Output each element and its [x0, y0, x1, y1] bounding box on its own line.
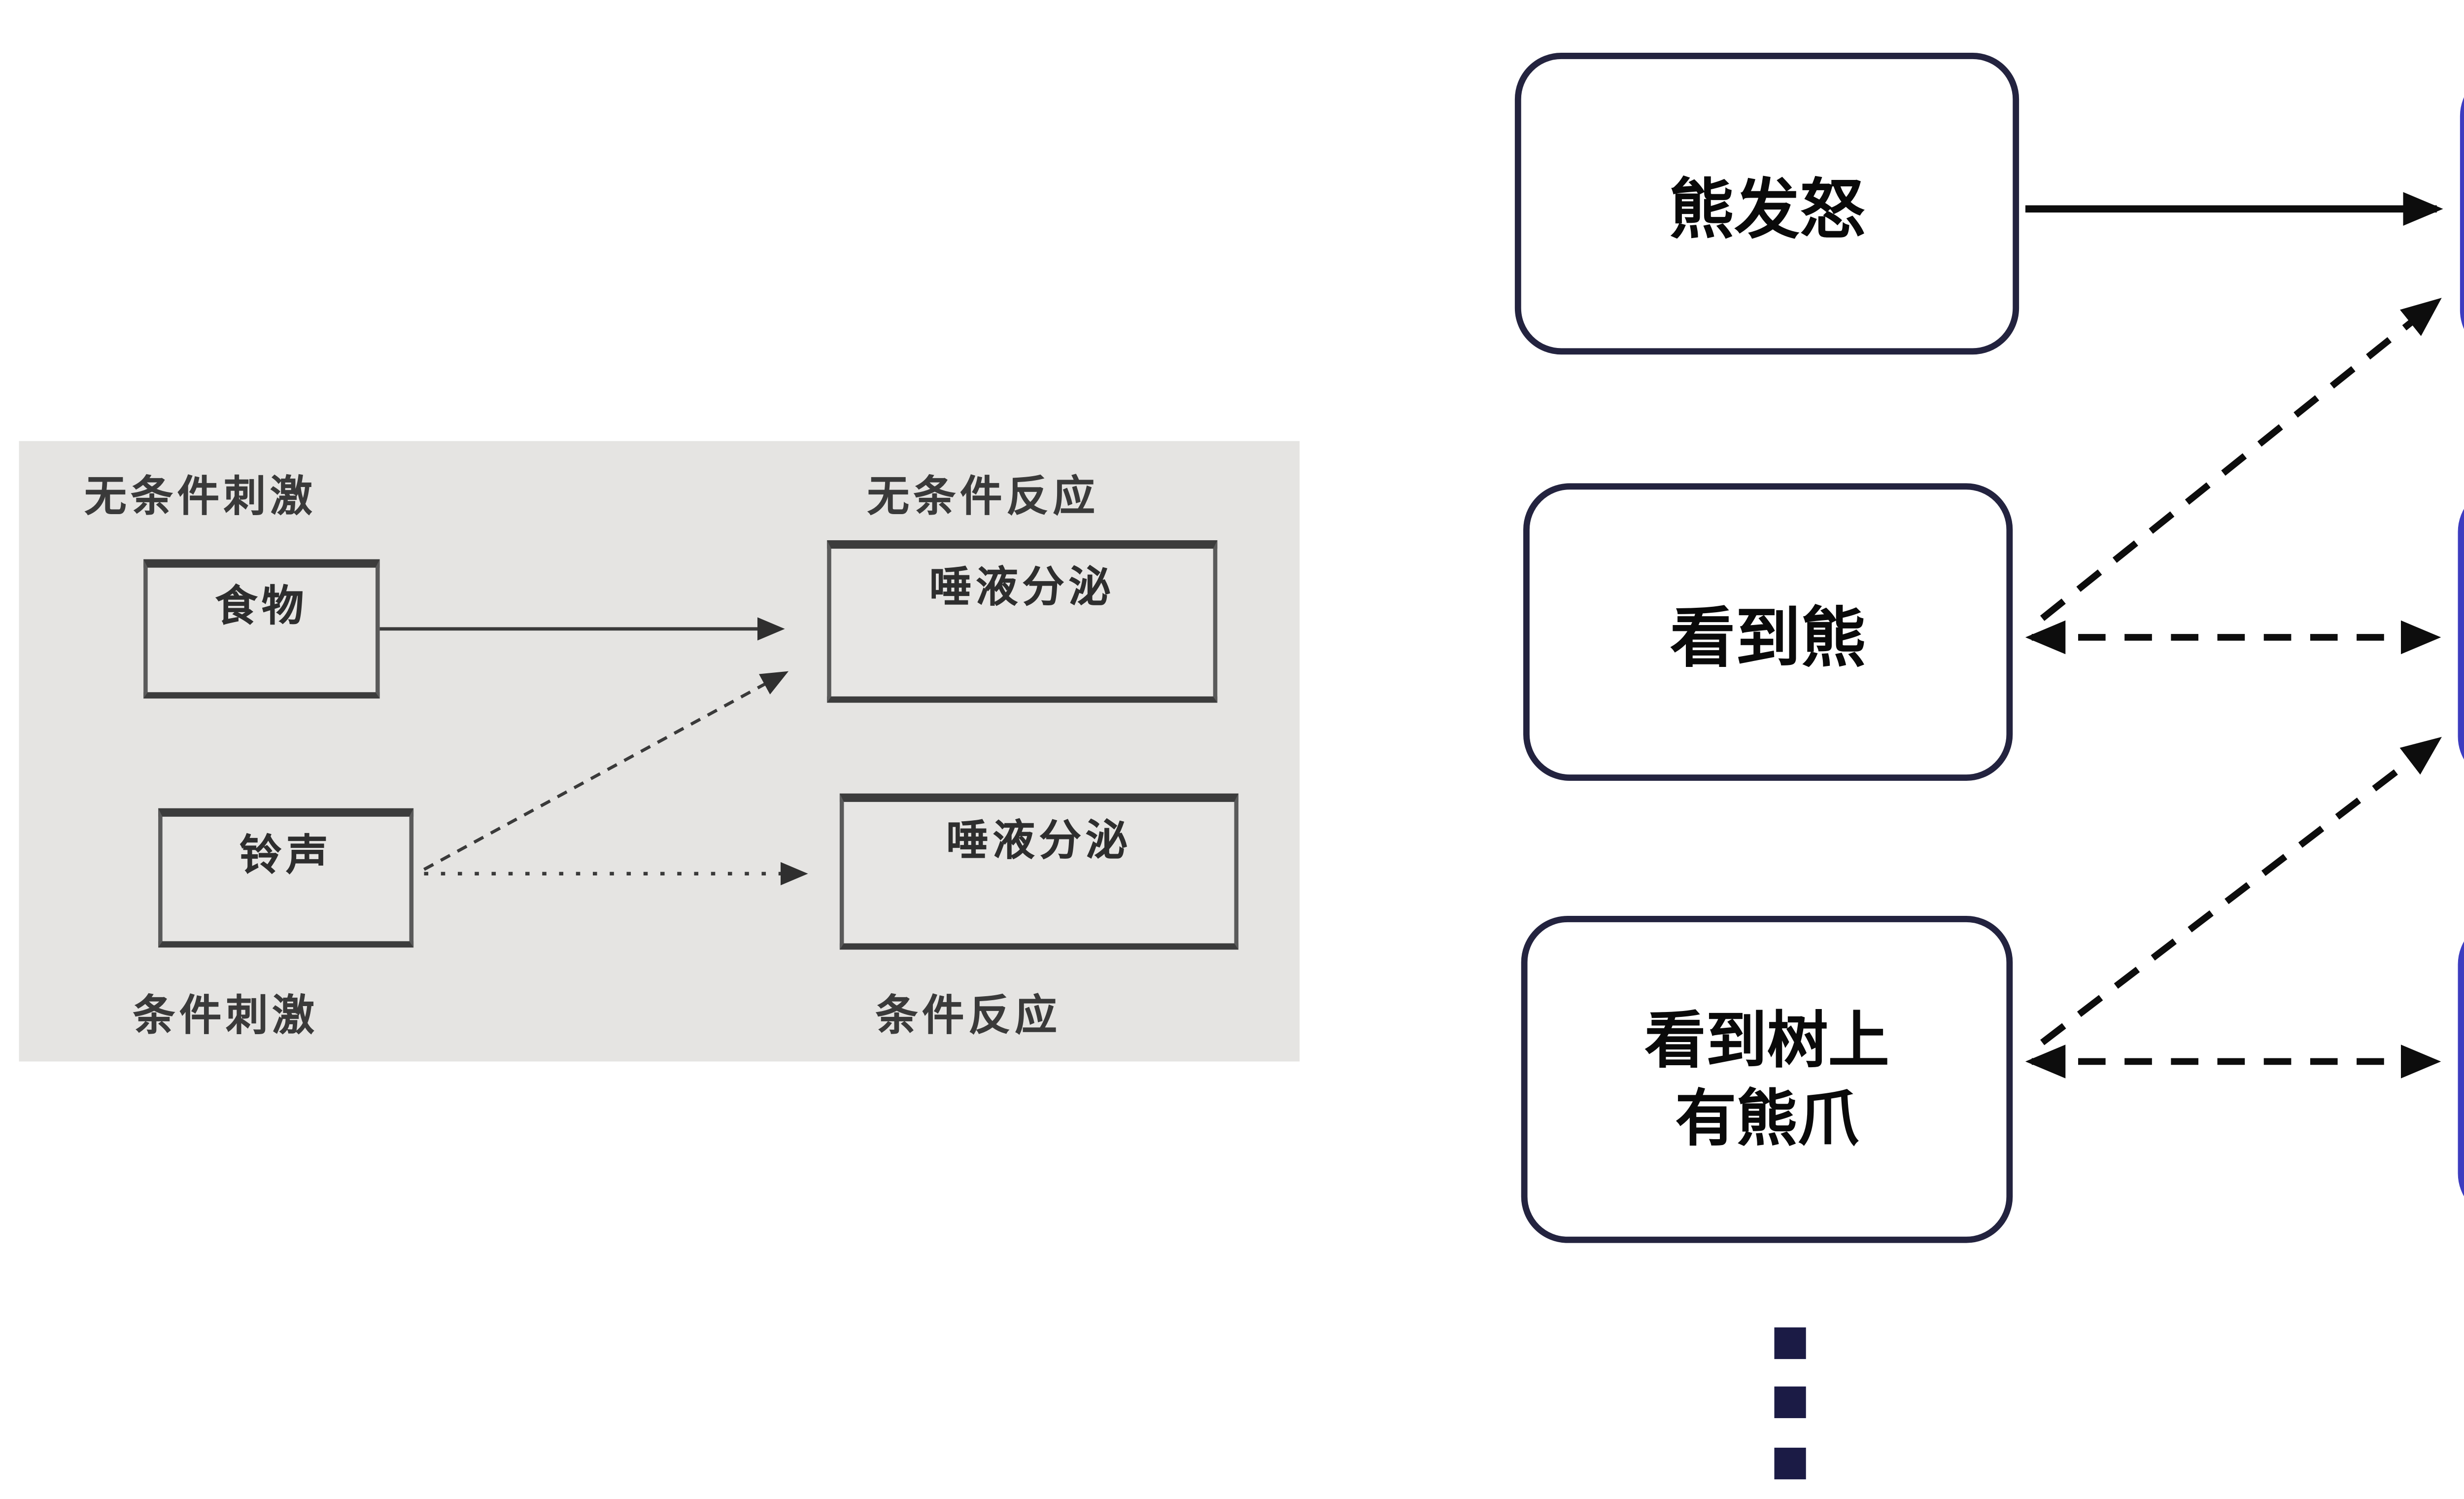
node-bear-angry: 熊发怒	[1514, 53, 2019, 355]
ellipsis-dot	[1774, 1327, 1806, 1360]
node-see-claws-line1: 看到树上	[1644, 1005, 1889, 1077]
label-unconditioned-response: 无条件反应	[867, 475, 1099, 522]
conditioning-panel: 无条件刺激 无条件反应 食物 唾液分泌 铃声 唾液分泌 条件刺激 条件反应	[19, 441, 1300, 1062]
arrow-seebear-to-reward	[2040, 298, 2442, 621]
node-see-claws: 看到树上 有熊爪	[1521, 916, 2013, 1243]
label-unconditioned-stimulus: 无条件刺激	[84, 475, 317, 522]
box-food: 食物	[143, 559, 380, 699]
label-conditioned-response: 条件反应	[875, 994, 1061, 1041]
box-salivation-bottom: 唾液分泌	[839, 793, 1239, 950]
ellipsis-dot	[1774, 1447, 1806, 1480]
arrow-seeclaws-to-vsprime	[2040, 736, 2442, 1046]
arrow-bell-to-salivation-top	[423, 671, 789, 871]
node-see-claws-line2: 有熊爪	[1675, 1081, 1859, 1153]
box-salivation-top: 唾液分泌	[827, 540, 1218, 703]
ellipsis-dot	[1774, 1386, 1806, 1418]
label-conditioned-stimulus: 条件刺激	[133, 994, 319, 1041]
node-value-s: V(s)	[2458, 918, 2464, 1220]
box-bell: 铃声	[158, 808, 414, 948]
node-see-bear: 看到熊	[1523, 483, 2013, 781]
